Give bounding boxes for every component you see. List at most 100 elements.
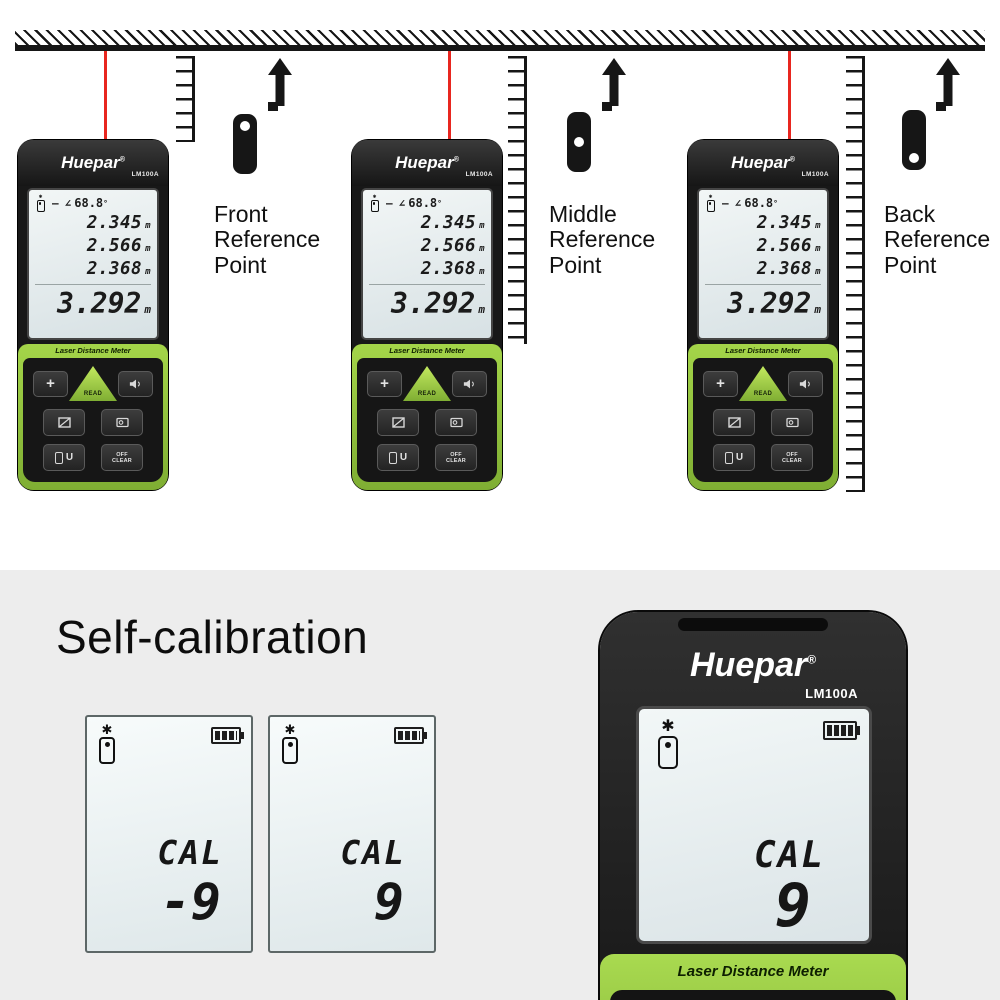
lcd-status-row: ✱ — ∠ 68.8 ° — [35, 194, 151, 212]
device-glyph-icon — [370, 200, 379, 212]
angle-icon: ∠ — [398, 196, 406, 210]
device-glyph-icon — [36, 200, 45, 212]
cal-label: CAL — [340, 833, 406, 872]
middle-reference-label: Middle Reference Point — [549, 201, 656, 278]
device-glyph-icon — [658, 736, 678, 769]
area-measure-button — [43, 409, 85, 436]
lcd-status-row: ✱ — ∠ 68.8 ° — [705, 194, 821, 212]
up-arrow-icon — [936, 58, 960, 111]
speaker-button — [452, 370, 487, 397]
laser-star-icon: ✱ — [661, 718, 675, 735]
lcd-dash: — — [52, 196, 59, 210]
plus-button: + — [33, 370, 68, 397]
laser-star-icon: ✱ — [372, 193, 377, 200]
plus-button: + — [367, 370, 402, 397]
device-glyph-icon — [724, 451, 733, 464]
area-icon — [57, 417, 71, 428]
reference-point-icon: ✱ — [35, 194, 46, 212]
laser-star-icon: ✱ — [284, 722, 296, 737]
angle-value: 68.8 — [744, 196, 774, 210]
laser-star-icon: ✱ — [38, 193, 43, 200]
device-top-cap — [678, 618, 828, 631]
device-glyph-icon — [388, 451, 397, 464]
speaker-icon — [129, 379, 140, 388]
read-button: READ — [403, 366, 451, 401]
battery-icon — [823, 721, 860, 740]
battery-icon — [394, 727, 427, 744]
device-glyph-icon — [706, 200, 715, 212]
speaker-icon — [463, 379, 474, 388]
device-head: Huepar® LM100A — [18, 140, 168, 186]
area-icon — [727, 417, 741, 428]
angle-value: 68.8 — [408, 196, 438, 210]
lcd-dash: — — [722, 196, 729, 210]
reference-points-section: Front Reference Point Middle Reference P… — [15, 30, 991, 492]
back-reference-label: Back Reference Point — [884, 201, 991, 278]
measurement-ruler-front — [176, 56, 195, 142]
battery-icon — [211, 727, 244, 744]
angle-value: 68.8 — [74, 196, 104, 210]
angle-icon: ∠ — [64, 196, 72, 210]
laser-distance-meter-large: Huepar® LM100A ✱ CAL 9 Laser Distance Me… — [600, 612, 906, 1000]
cal-label: CAL — [157, 833, 223, 872]
cal-label: CAL — [753, 835, 825, 876]
device-head: Huepar® LM100A — [352, 140, 502, 186]
up-arrow-icon — [602, 58, 626, 111]
reference-point-icon: ✱ — [705, 194, 716, 212]
section-title: Self-calibration — [56, 611, 369, 663]
middle-reference-device-icon — [567, 112, 591, 172]
model-label: LM100A — [465, 171, 493, 178]
ceiling-line — [15, 45, 985, 51]
laser-beam — [104, 51, 107, 141]
cal-value: -9 — [160, 873, 221, 931]
device-subtitle: Laser Distance Meter — [725, 346, 801, 355]
memory-icon — [115, 417, 129, 428]
memory-button — [101, 409, 143, 436]
speaker-button — [118, 370, 153, 397]
units-button: U — [43, 444, 85, 471]
ceiling-hatch — [15, 30, 985, 45]
up-arrow-icon — [268, 58, 292, 111]
measurement-ruler-back — [846, 56, 865, 492]
speaker-button — [788, 370, 823, 397]
keypad — [610, 990, 896, 1000]
degree-symbol: ° — [773, 198, 778, 208]
device-subtitle: Laser Distance Meter — [677, 963, 829, 980]
memory-button — [771, 409, 813, 436]
device-glyph-icon — [282, 737, 298, 764]
lcd-dash: — — [386, 196, 393, 210]
device-glyph-icon — [99, 737, 115, 764]
area-measure-button — [377, 409, 419, 436]
degree-symbol: ° — [103, 198, 108, 208]
reference-point-icon: ✱ — [280, 722, 300, 764]
reference-point-icon: ✱ — [369, 194, 380, 212]
memory-icon — [449, 417, 463, 428]
memory-button — [435, 409, 477, 436]
units-button: U — [713, 444, 755, 471]
calibration-screen: ✱ CAL 9 — [268, 715, 436, 953]
reference-point-icon: ✱ — [97, 723, 117, 764]
back-reference-device-icon — [902, 110, 926, 170]
brand-logo: Huepar® — [731, 153, 795, 172]
brand-logo: Huepar® — [61, 153, 125, 172]
calibration-screen: ✱ CAL -9 — [85, 715, 253, 953]
cal-value: 9 — [774, 871, 811, 941]
device-subtitle: Laser Distance Meter — [55, 346, 131, 355]
lcd-display: ✱ CAL 9 — [636, 706, 872, 944]
